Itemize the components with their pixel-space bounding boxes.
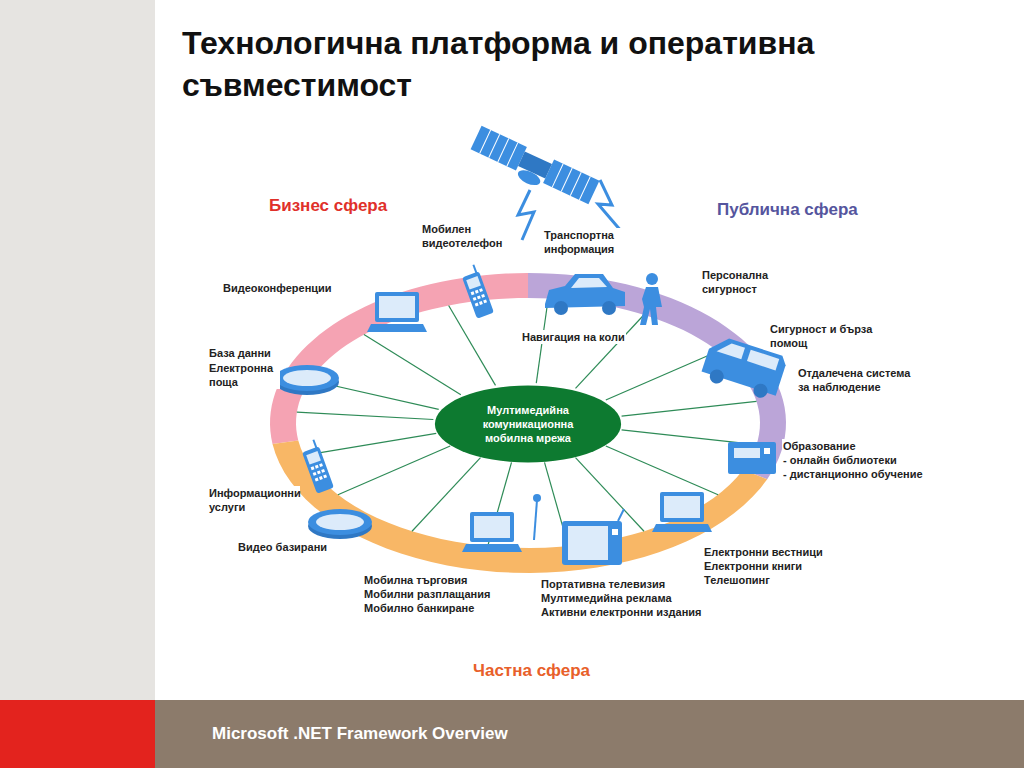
tv-icon (562, 509, 624, 565)
service-label: Видео базирани (237, 540, 328, 554)
person-icon (640, 273, 662, 325)
service-label: - дистанционно обучение (782, 467, 924, 481)
footer-red-block (0, 700, 155, 768)
service-label: Мобилен видеотелефон (421, 222, 515, 250)
spoke-line (622, 401, 757, 416)
spoke-line (606, 446, 718, 495)
sphere-heading: Частна сфера (472, 661, 591, 681)
spoke-line (606, 351, 718, 400)
service-label: Телешопинг (703, 573, 771, 587)
spoke-line (576, 458, 645, 532)
signal-bolt (518, 190, 534, 240)
network-ellipse: Мултимедийна комуникационна мобилна мреж… (433, 384, 623, 464)
sphere-heading: Публична сфера (716, 200, 859, 220)
service-label: Електронни книги (703, 559, 803, 573)
service-label: Мобилна търговия (363, 573, 468, 587)
spoke-line (364, 335, 461, 395)
spoke-line (338, 446, 450, 495)
laptop-icon (462, 512, 522, 552)
service-label: Мобилни разплащания (363, 587, 491, 601)
database-icon (275, 365, 339, 395)
service-label: Транспортна информация (543, 228, 633, 256)
service-label: Отдалечена система за наблюдение (797, 366, 924, 394)
microphone-head (533, 494, 541, 502)
service-label: База данни (208, 346, 272, 360)
service-label: Електронни вестници (703, 545, 824, 559)
phone-icon (459, 264, 494, 319)
service-label: Електронна поща (208, 361, 280, 389)
phone-icon (299, 439, 334, 494)
laptop-icon (367, 292, 427, 332)
sphere-heading: Бизнес сфера (268, 196, 388, 216)
service-label: Активни електронни издания (540, 605, 703, 619)
service-label: Информационни услуги (208, 486, 300, 514)
node-text: Мултимедийна комуникационна мобилна мреж… (463, 403, 593, 445)
satellite (468, 126, 600, 211)
sphere-ring (270, 273, 786, 573)
service-label: Портативна телевизия (540, 577, 666, 591)
footer-bar: Microsoft .NET Framework Overview (155, 700, 1024, 768)
car-icon (545, 274, 625, 315)
side-strip (0, 0, 155, 700)
service-label: Сигурност и бърза помощ (769, 322, 881, 350)
service-label: Мобилно банкиране (363, 601, 475, 615)
service-label: Видеоконференции (222, 281, 333, 295)
laptop-icon (652, 492, 712, 532)
service-label: Мултимедийна реклама (540, 591, 673, 605)
terminal-icon (728, 442, 776, 474)
spoke-line (304, 433, 436, 455)
video-disk-icon (308, 509, 372, 539)
network-spokes (297, 298, 757, 546)
service-label: Персонална сигурност (701, 268, 783, 296)
service-label: Навигация на коли (521, 330, 626, 344)
signal-bolt (598, 180, 622, 232)
spoke-line (449, 306, 496, 386)
footer-text: Microsoft .NET Framework Overview (155, 700, 1024, 744)
slide-title: Технологична платформа и оперативна съвм… (182, 22, 1002, 106)
spoke-line (576, 315, 645, 389)
service-label: Образование (782, 439, 857, 453)
service-label: - онлайн библиотеки (782, 453, 898, 467)
microphone (534, 500, 537, 540)
spoke-line (297, 412, 433, 419)
